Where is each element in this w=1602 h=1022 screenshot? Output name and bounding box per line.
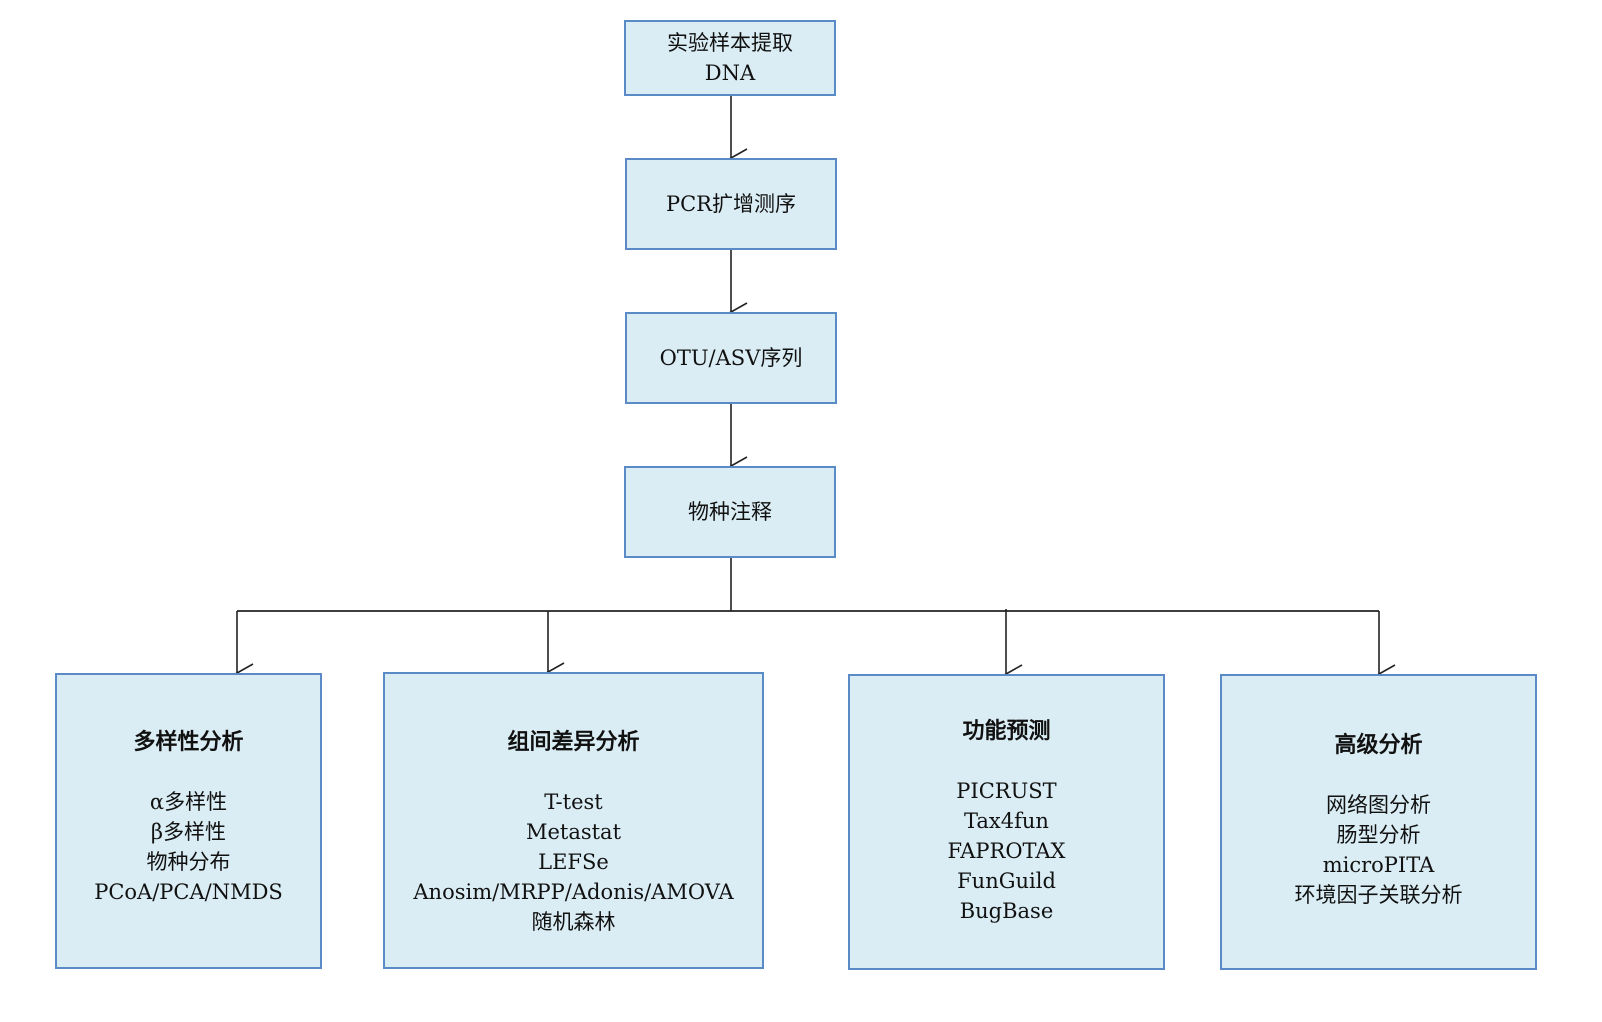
branch-item: microPITA	[1322, 853, 1435, 877]
step-pcr-sequencing: PCR扩增测序	[625, 158, 837, 250]
step-label: 物种注释	[688, 500, 772, 524]
branch-item: 网络图分析	[1326, 793, 1431, 817]
step-otu-asv: OTU/ASV序列	[625, 312, 837, 404]
branch-title: 高级分析	[1334, 732, 1423, 758]
branch-item: Tax4fun	[964, 809, 1049, 833]
branch-item: 环境因子关联分析	[1294, 883, 1463, 907]
branch-group-difference-analysis: 组间差异分析 T-test Metastat LEFSe Anosim/MRPP…	[383, 672, 764, 969]
step-label: 实验样本提取	[667, 31, 793, 55]
branch-item: 物种分布	[146, 850, 231, 874]
branch-function-prediction: 功能预测 PICRUST Tax4fun FAPROTAX FunGuild B…	[848, 674, 1165, 970]
branch-item: Anosim/MRPP/Adonis/AMOVA	[413, 880, 734, 904]
branch-item: PCoA/PCA/NMDS	[94, 880, 283, 904]
step-label: OTU/ASV序列	[659, 346, 803, 370]
branch-item: α多样性	[149, 790, 228, 814]
branch-item: FunGuild	[957, 869, 1056, 893]
branch-item: BugBase	[959, 899, 1054, 923]
branch-diversity-analysis: 多样性分析 α多样性 β多样性 物种分布 PCoA/PCA/NMDS	[55, 673, 322, 969]
branch-item: Metastat	[525, 820, 622, 844]
branch-advanced-analysis: 高级分析 网络图分析 肠型分析 microPITA 环境因子关联分析	[1220, 674, 1537, 970]
branch-item: LEFSe	[538, 850, 609, 874]
branch-item: 肠型分析	[1336, 823, 1421, 847]
step-dna-extraction: 实验样本提取 DNA	[624, 20, 836, 96]
branch-item: T-test	[544, 790, 603, 814]
branch-title: 多样性分析	[133, 729, 244, 755]
branch-item: FAPROTAX	[947, 839, 1066, 863]
step-label: DNA	[704, 61, 756, 85]
step-species-annotation: 物种注释	[624, 466, 836, 558]
branch-title: 组间差异分析	[507, 729, 640, 755]
branch-item: 随机森林	[531, 910, 616, 934]
branch-item: PICRUST	[956, 779, 1057, 803]
step-label: PCR扩增测序	[665, 192, 796, 216]
branch-title: 功能预测	[962, 718, 1051, 744]
branch-item: β多样性	[150, 820, 227, 844]
